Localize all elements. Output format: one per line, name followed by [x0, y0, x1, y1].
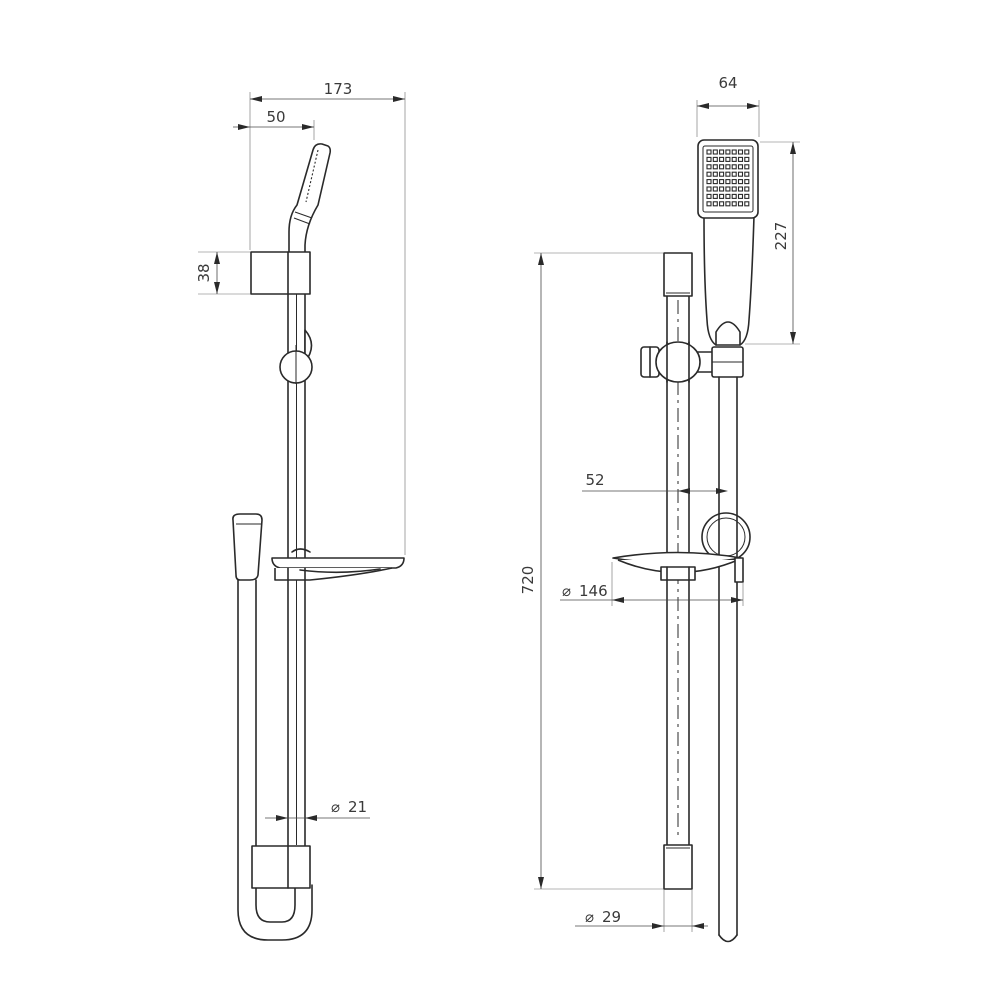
nozzle [737, 193, 744, 199]
dim-side-handpiece-offset-label: 50 [266, 108, 285, 126]
nozzle [725, 179, 731, 185]
nozzle [706, 186, 712, 192]
dim-front-handpiece-length-label: 227 [772, 222, 790, 251]
nozzle [744, 171, 750, 177]
front-soap-dish [612, 551, 744, 583]
dim-front-soap-dish-diameter-symbol: ⌀ [562, 582, 571, 600]
dim-side-holder-height: 38 [195, 251, 250, 295]
dim-side-overall-width: 173 [249, 80, 406, 555]
nozzle [725, 156, 731, 162]
nozzle [712, 171, 718, 177]
nozzle [744, 179, 750, 185]
nozzle [719, 193, 725, 199]
nozzle [731, 149, 737, 155]
nozzle [712, 149, 718, 155]
dim-front-bracket-diameter: ⌀ 29 [575, 890, 708, 932]
nozzle [725, 164, 731, 170]
nozzle [712, 193, 718, 199]
nozzle [719, 149, 725, 155]
nozzle [712, 179, 718, 185]
dim-side-overall-width-label: 173 [324, 80, 353, 98]
dim-front-bracket-diameter-label: 29 [602, 908, 621, 926]
dim-front-rail-length: 720 [519, 252, 663, 890]
nozzle [744, 201, 750, 207]
side-rail [287, 254, 306, 849]
side-soap-dish [271, 548, 405, 581]
nozzle [731, 164, 737, 170]
nozzle [706, 149, 712, 155]
nozzle [706, 171, 712, 177]
dim-front-soap-dish-diameter-label: 146 [579, 582, 608, 600]
nozzle [719, 164, 725, 170]
nozzle [731, 156, 737, 162]
dim-front-bracket-diameter-symbol: ⌀ [585, 908, 594, 926]
nozzle [719, 179, 725, 185]
nozzle [712, 156, 718, 162]
nozzle [725, 193, 731, 199]
front-view: 64 227 52 720 [519, 74, 800, 943]
dim-side-rail-diameter-label: 21 [348, 798, 367, 816]
side-handpiece [288, 143, 332, 256]
nozzle [737, 156, 744, 162]
side-view: 173 50 38 ⌀ 21 [195, 80, 406, 941]
nozzle [744, 164, 750, 170]
nozzle [706, 164, 712, 170]
nozzle [737, 179, 744, 185]
nozzle [731, 179, 737, 185]
nozzle [706, 193, 712, 199]
nozzle [706, 156, 712, 162]
side-top-holder [250, 251, 311, 295]
dim-front-handpiece-width-label: 64 [718, 74, 737, 92]
side-hose [237, 579, 313, 941]
front-nozzle-grid [706, 149, 750, 207]
side-hose-connector [232, 513, 263, 581]
dim-side-rail-diameter: ⌀ 21 [265, 798, 370, 821]
nozzle [725, 149, 731, 155]
nozzle [712, 164, 718, 170]
nozzle [712, 186, 718, 192]
nozzle [731, 171, 737, 177]
nozzle [719, 201, 725, 207]
nozzle [725, 171, 731, 177]
dim-side-rail-diameter-symbol: ⌀ [331, 798, 340, 816]
front-hose [718, 376, 738, 943]
nozzle [737, 171, 744, 177]
nozzle [737, 186, 744, 192]
nozzle [725, 201, 731, 207]
nozzle [719, 186, 725, 192]
nozzle [737, 201, 744, 207]
nozzle [737, 149, 744, 155]
nozzle [706, 179, 712, 185]
nozzle [737, 164, 744, 170]
nozzle [706, 201, 712, 207]
front-handpiece [697, 139, 759, 346]
nozzle [744, 186, 750, 192]
nozzle [744, 149, 750, 155]
dim-front-rail-spacing: 52 [582, 471, 728, 494]
front-slider-bracket [640, 341, 744, 383]
nozzle [744, 156, 750, 162]
dim-front-soap-dish-diameter: ⌀ 146 [560, 562, 744, 606]
side-slider-knob [279, 329, 313, 384]
nozzle [719, 171, 725, 177]
front-bottom-cap [663, 844, 693, 890]
dim-front-handpiece-width: 64 [696, 74, 760, 137]
nozzle [725, 186, 731, 192]
dim-side-handpiece-offset: 50 [233, 108, 315, 140]
side-bottom-bracket [251, 845, 311, 889]
dim-front-rail-spacing-label: 52 [585, 471, 604, 489]
nozzle [731, 186, 737, 192]
nozzle [731, 201, 737, 207]
nozzle [712, 201, 718, 207]
nozzle [719, 156, 725, 162]
dim-front-handpiece-length: 227 [745, 141, 800, 345]
nozzle [744, 193, 750, 199]
front-top-cap [663, 252, 693, 297]
dim-side-holder-height-label: 38 [195, 263, 213, 282]
dim-front-rail-length-label: 720 [519, 566, 537, 595]
nozzle [731, 193, 737, 199]
